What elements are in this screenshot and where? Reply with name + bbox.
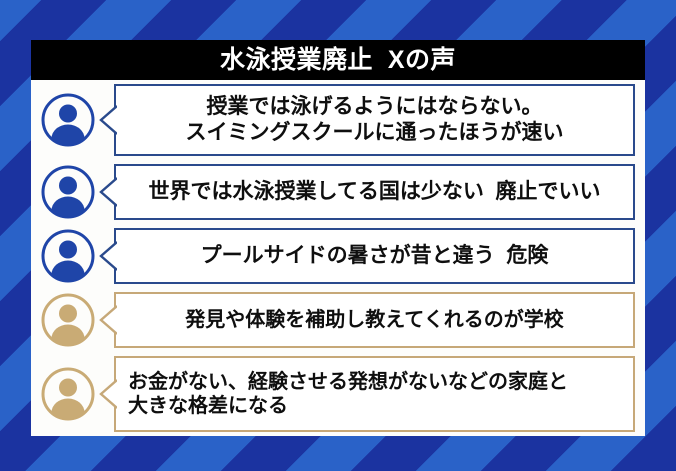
- avatar: [39, 227, 97, 285]
- avatar: [39, 91, 97, 149]
- speech-bubble: 世界では水泳授業してる国は少ない 廃止でいい: [114, 164, 635, 220]
- bubble-line: 発見や体験を補助し教えてくれるのが学校: [185, 308, 564, 331]
- speech-bubble: プールサイドの暑さが昔と違う 危険: [114, 228, 635, 284]
- bubble-line: 大きな格差になる: [128, 395, 288, 417]
- avatar: [39, 365, 97, 423]
- opinion-list: 授業では泳げるようにはならない。 スイミングスクールに通ったほうが速い: [31, 80, 645, 436]
- speech-bubble: お金がない、経験させる発想がないなどの家庭と 大きな格差になる: [114, 356, 635, 432]
- list-item: 世界では水泳授業してる国は少ない 廃止でいい: [39, 164, 635, 220]
- speech-bubble-wrap: 世界では水泳授業してる国は少ない 廃止でいい: [99, 164, 635, 220]
- bubble-line: スイミングスクールに通ったほうが速い: [185, 121, 564, 144]
- bubble-tail: [99, 164, 117, 220]
- page-title: 水泳授業廃止 Xの声: [219, 45, 457, 74]
- speech-bubble: 授業では泳げるようにはならない。 スイミングスクールに通ったほうが速い: [114, 84, 635, 156]
- user-avatar-blue-icon: [41, 229, 95, 283]
- bubble-tail: [99, 356, 117, 432]
- speech-bubble-wrap: プールサイドの暑さが昔と違う 危険: [99, 228, 635, 284]
- user-avatar-tan-icon: [41, 293, 95, 347]
- speech-bubble-wrap: 授業では泳げるようにはならない。 スイミングスクールに通ったほうが速い: [99, 84, 635, 156]
- bubble-tail: [99, 292, 117, 348]
- speech-bubble: 発見や体験を補助し教えてくれるのが学校: [114, 292, 635, 348]
- bubble-line: お金がない、経験させる発想がないなどの家庭と: [128, 370, 568, 393]
- bubble-line: プールサイドの暑さが昔と違う 危険: [200, 244, 549, 268]
- speech-bubble-wrap: お金がない、経験させる発想がないなどの家庭と 大きな格差になる: [99, 356, 635, 432]
- bubble-line: 世界では水泳授業してる国は少ない 廃止でいい: [148, 180, 601, 204]
- list-item: お金がない、経験させる発想がないなどの家庭と 大きな格差になる: [39, 356, 635, 432]
- bubble-tail: [99, 228, 117, 284]
- list-item: 授業では泳げるようにはならない。 スイミングスクールに通ったほうが速い: [39, 84, 635, 156]
- user-avatar-tan-icon: [41, 367, 95, 421]
- list-item: 発見や体験を補助し教えてくれるのが学校: [39, 292, 635, 348]
- user-avatar-blue-icon: [41, 165, 95, 219]
- speech-bubble-wrap: 発見や体験を補助し教えてくれるのが学校: [99, 292, 635, 348]
- user-avatar-blue-icon: [41, 93, 95, 147]
- title-bar: 水泳授業廃止 Xの声: [31, 40, 645, 80]
- avatar: [39, 163, 97, 221]
- bubble-line: 授業では泳げるようにはならない。: [206, 95, 543, 119]
- content-panel: 水泳授業廃止 Xの声: [31, 40, 645, 436]
- list-item: プールサイドの暑さが昔と違う 危険: [39, 228, 635, 284]
- bubble-tail: [99, 84, 117, 156]
- avatar: [39, 291, 97, 349]
